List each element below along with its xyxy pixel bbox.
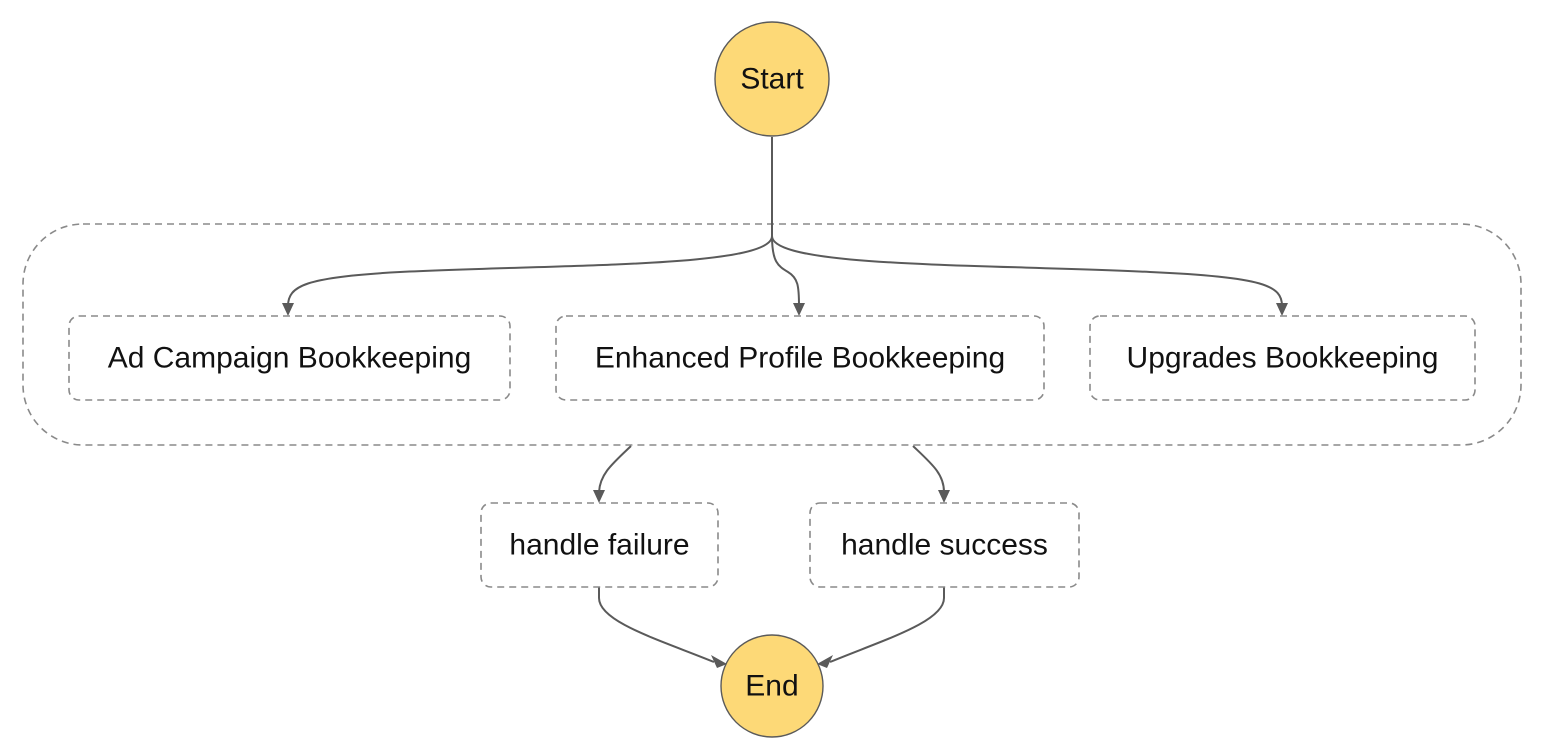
task-label: handle success — [841, 529, 1048, 562]
edges — [282, 137, 1288, 668]
task-label: Ad Campaign Bookkeeping — [108, 342, 472, 375]
arrowhead-failure — [593, 490, 605, 503]
edge-parallel-to-failure — [598, 445, 632, 493]
edge-success-to-end — [829, 587, 945, 663]
end-label: End — [745, 670, 798, 703]
task-upgrades-bookkeeping[interactable]: Upgrades Bookkeeping — [1089, 315, 1476, 401]
task-handle-success[interactable]: handle success — [809, 502, 1080, 588]
edge-parallel-to-success — [912, 445, 945, 493]
arrowhead-end-right — [817, 655, 833, 668]
edge-fork-to-upgrades — [771, 235, 1283, 307]
arrowhead-upgrades — [1276, 303, 1288, 316]
arrowhead-enhanced-profile — [793, 303, 805, 316]
edge-failure-to-end — [598, 587, 715, 663]
edge-fork-to-ad-campaign — [287, 235, 773, 307]
start-label: Start — [740, 63, 804, 96]
start-node[interactable]: Start — [714, 21, 830, 137]
task-handle-failure[interactable]: handle failure — [480, 502, 719, 588]
task-ad-campaign-bookkeeping[interactable]: Ad Campaign Bookkeeping — [68, 315, 511, 401]
task-label: Upgrades Bookkeeping — [1127, 342, 1439, 375]
arrowhead-end-left — [711, 655, 727, 668]
arrowhead-success — [938, 490, 950, 503]
arrowhead-ad-campaign — [282, 303, 294, 316]
end-node[interactable]: End — [720, 634, 824, 738]
edge-fork-to-enhanced-profile — [771, 235, 800, 307]
task-label: Enhanced Profile Bookkeeping — [595, 342, 1005, 375]
task-label: handle failure — [509, 529, 689, 562]
task-enhanced-profile-bookkeeping[interactable]: Enhanced Profile Bookkeeping — [555, 315, 1045, 401]
